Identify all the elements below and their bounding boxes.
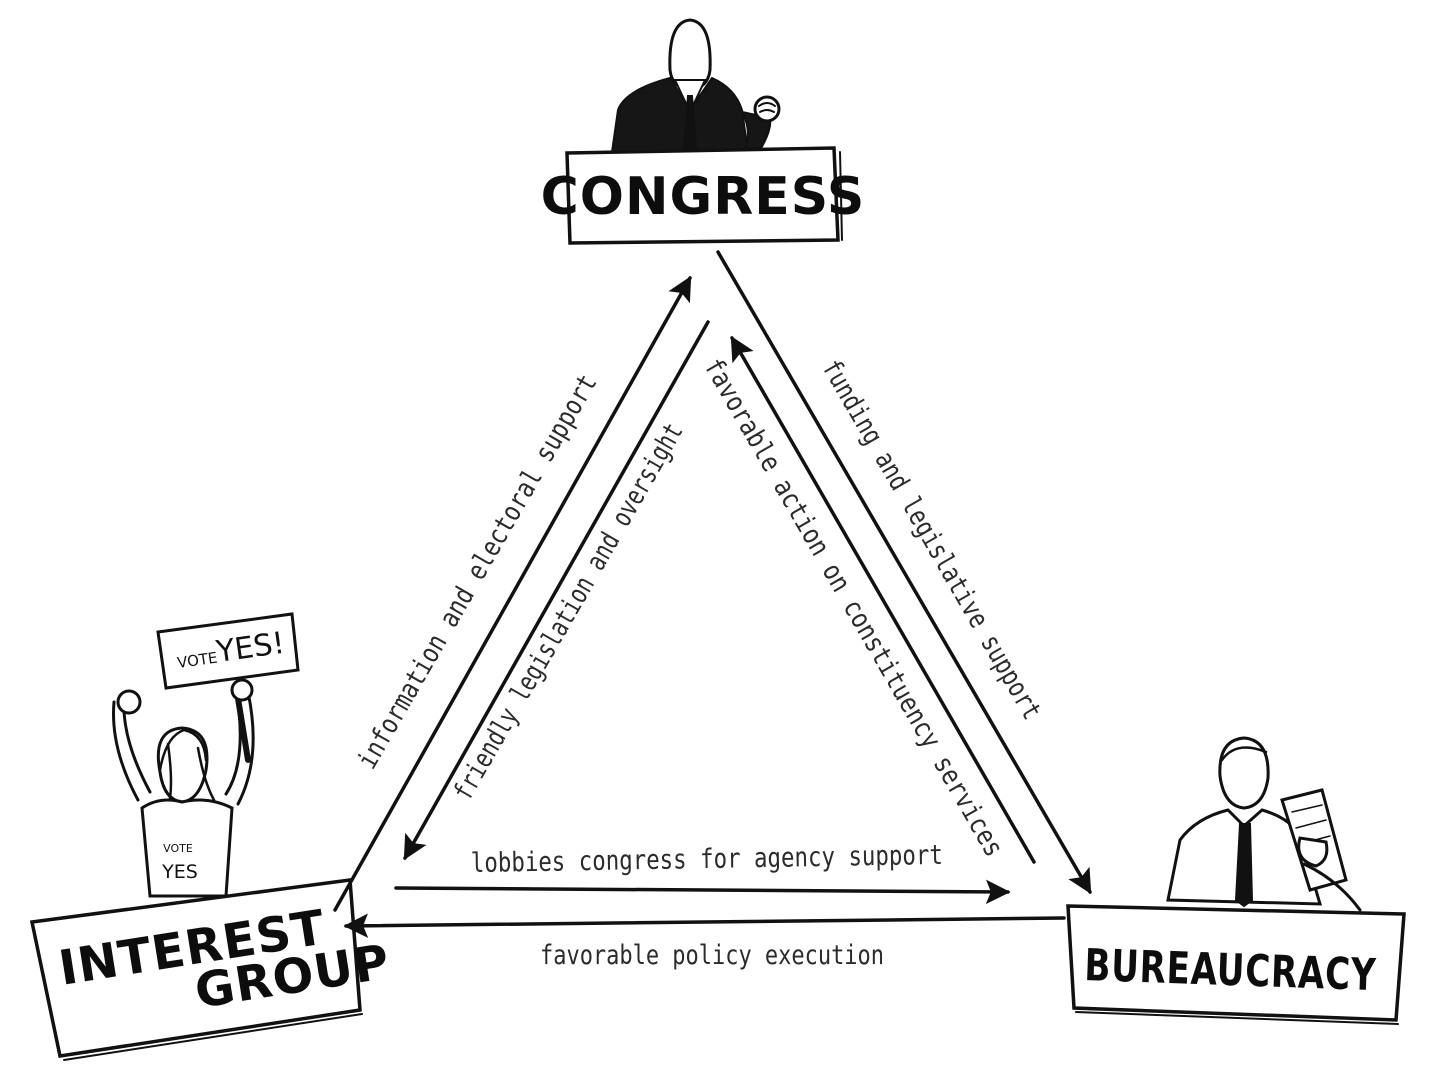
protester-shirt bbox=[140, 798, 234, 898]
bureaucracy-label: BUREAUCRACY bbox=[1084, 940, 1378, 1001]
arrows bbox=[333, 250, 1092, 939]
bureaucrat-hair bbox=[1220, 746, 1268, 762]
congress-box-shadow bbox=[839, 151, 843, 241]
congress-node: CONGRESS bbox=[541, 146, 866, 245]
arrow-congress-to-interest bbox=[403, 320, 710, 861]
shirt-text-line2: YES bbox=[161, 861, 198, 883]
bureaucracy-box-shadow bbox=[1075, 1011, 1399, 1025]
shirt-text-line1: VOTE bbox=[163, 842, 193, 855]
congressman-figure bbox=[610, 18, 781, 154]
bureaucrat-head bbox=[1218, 736, 1270, 810]
arrow-bureaucracy-to-congress bbox=[730, 335, 1036, 864]
arrow-interest-to-congress bbox=[333, 275, 692, 912]
arrow-bureaucracy-to-interest bbox=[343, 913, 1066, 939]
arrow-congress-to-bureaucracy bbox=[716, 250, 1092, 895]
protest-sign bbox=[156, 612, 300, 690]
bureaucrat-hand bbox=[1297, 836, 1329, 868]
protester-right-arm bbox=[224, 688, 255, 806]
protester-right-fist bbox=[230, 678, 254, 702]
congress-box bbox=[565, 146, 840, 245]
protester-figure: VOTE YES! VOTE YES bbox=[112, 612, 300, 898]
protester-left-arm bbox=[112, 698, 152, 802]
interest-group-box-shadow bbox=[63, 1013, 363, 1061]
congressman-fingers bbox=[758, 102, 776, 113]
bureaucrat-arm bbox=[1302, 862, 1362, 912]
bureaucracy-node: BUREAUCRACY bbox=[1066, 904, 1406, 1025]
interest-group-node: INTEREST GROUP bbox=[29, 878, 394, 1061]
interest-group-box bbox=[29, 878, 362, 1058]
edge-labels: information and electoral support friend… bbox=[352, 353, 1048, 971]
sign-small-text: VOTE bbox=[176, 649, 219, 672]
arrow-interest-to-bureaucracy bbox=[394, 879, 1011, 905]
congress-label: CONGRESS bbox=[541, 167, 866, 227]
bureaucrat-figure bbox=[1166, 736, 1362, 912]
bureaucracy-box bbox=[1066, 904, 1406, 1022]
protester-left-fist bbox=[116, 689, 142, 715]
label-lobbies-congress: lobbies congress for agency support bbox=[471, 840, 943, 879]
label-friendly-legislation-oversight: friendly legislation and oversight bbox=[448, 418, 690, 806]
bureaucrat-tie bbox=[1234, 823, 1254, 908]
label-favorable-policy-execution: favorable policy execution bbox=[540, 940, 884, 971]
